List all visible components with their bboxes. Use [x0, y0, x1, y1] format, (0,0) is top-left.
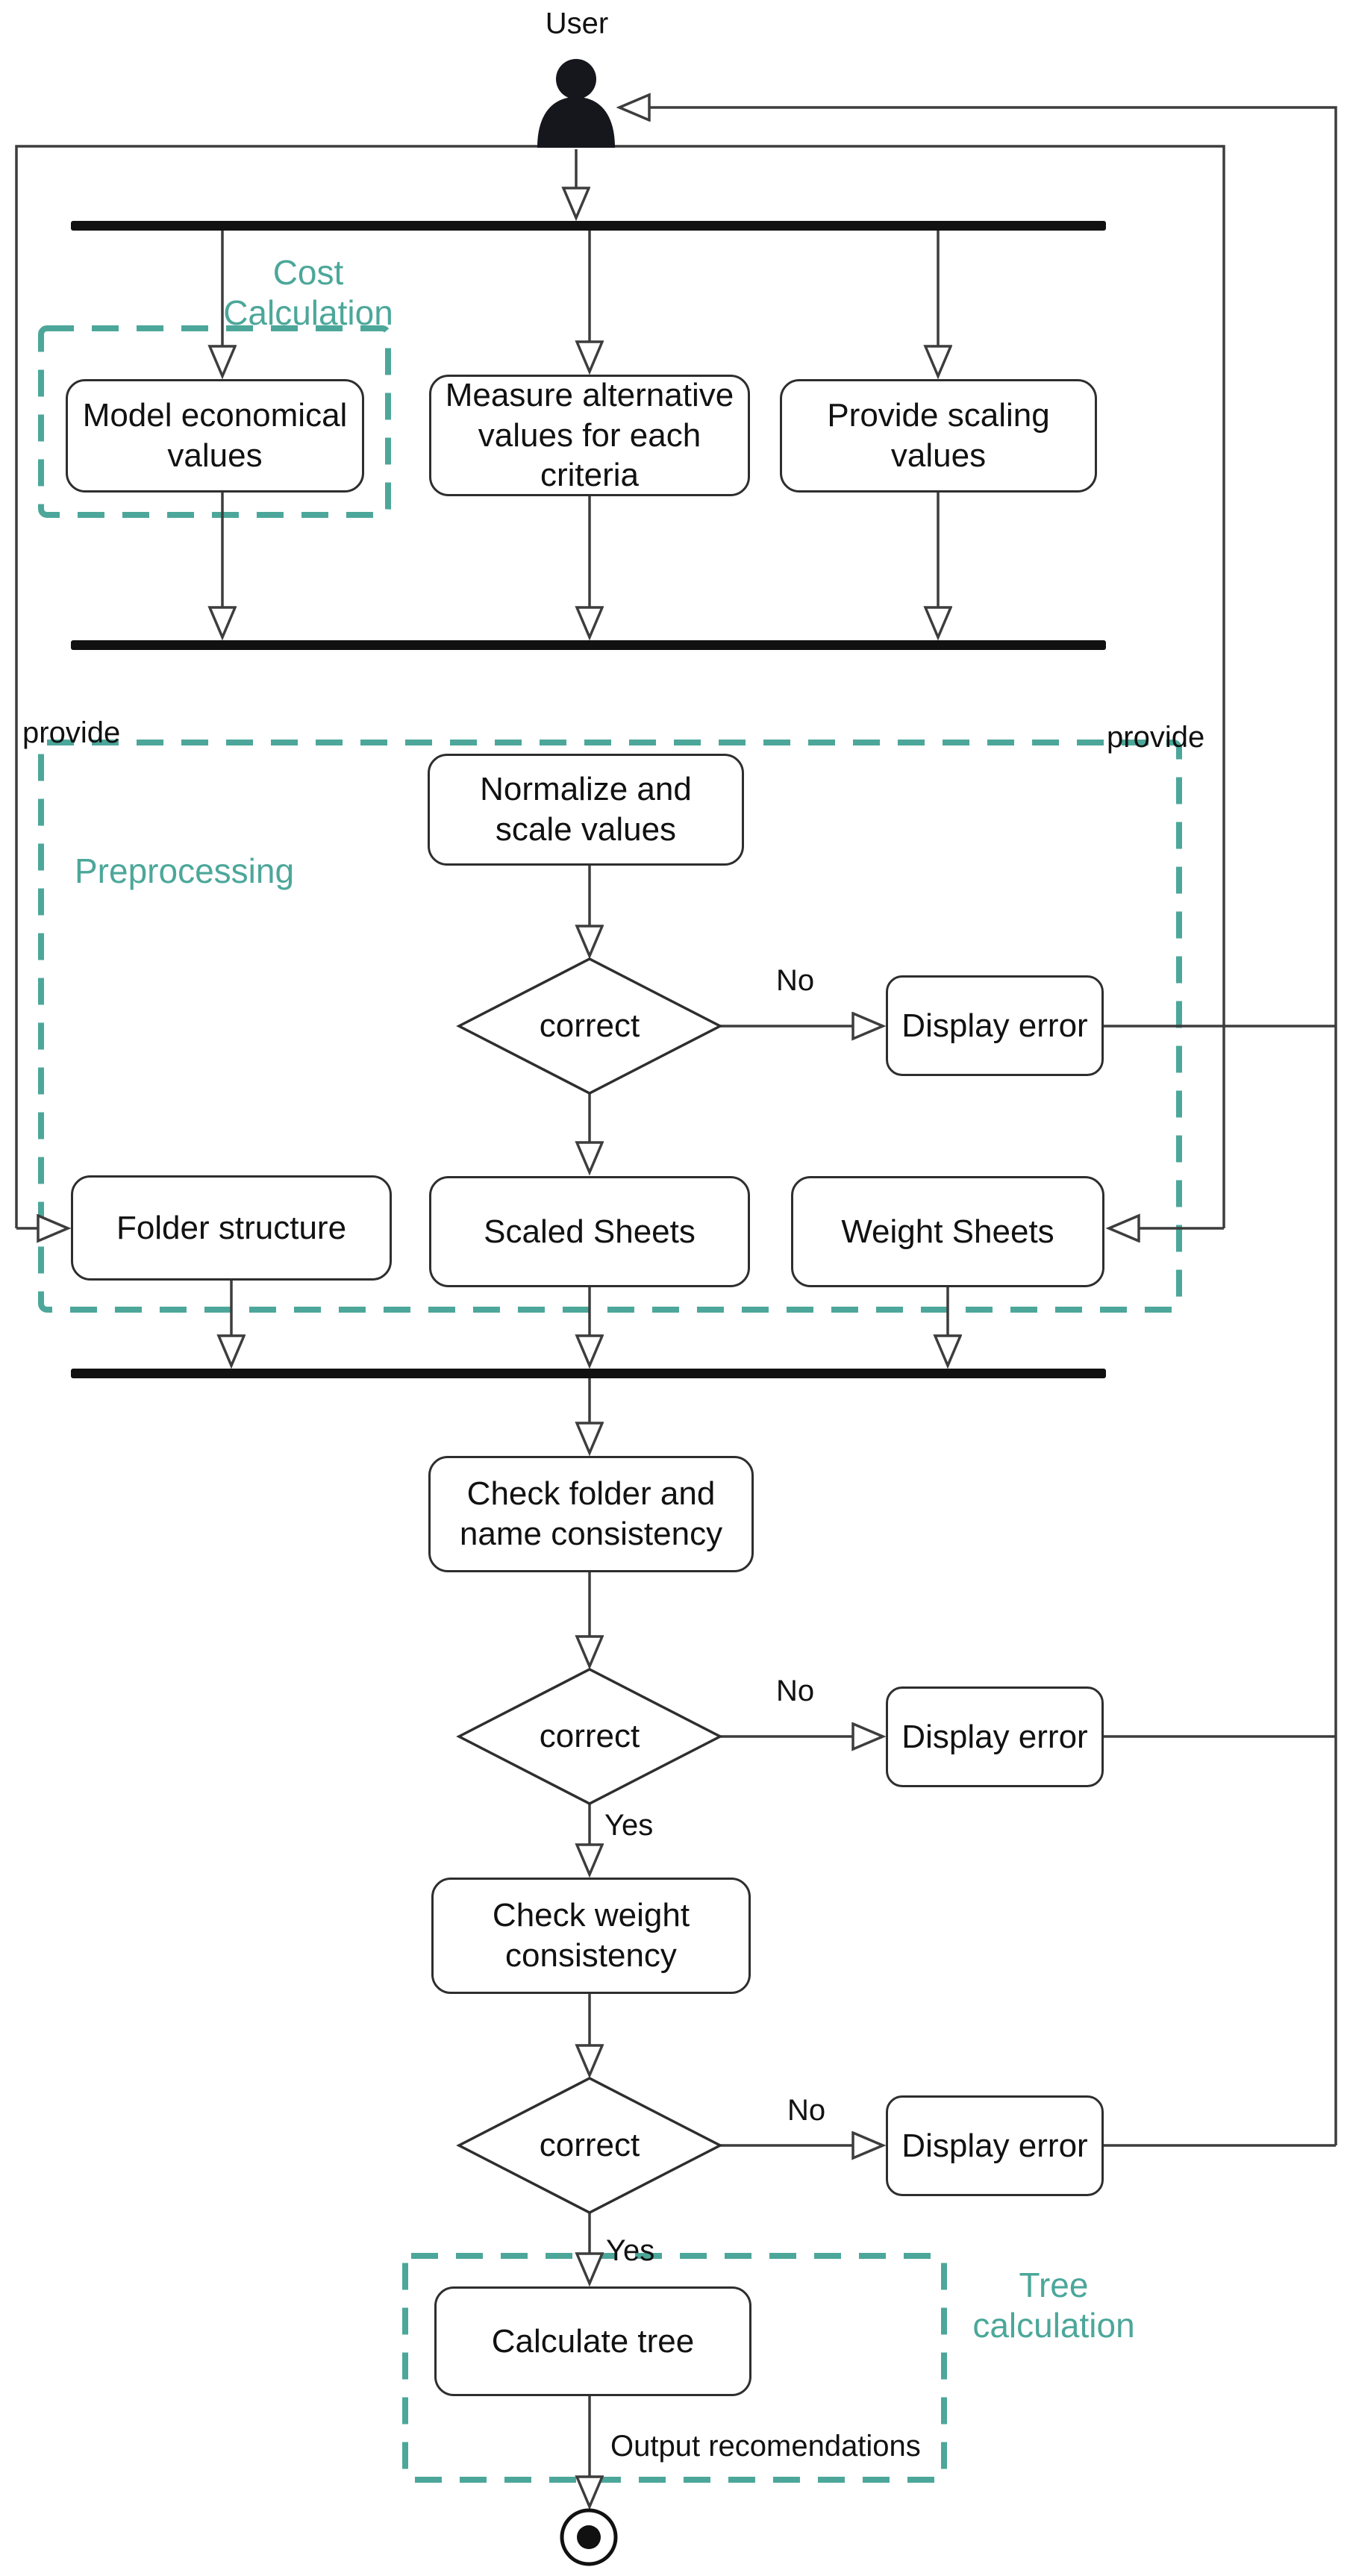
- edge-label-no-1: No: [776, 964, 815, 997]
- activity-label: Model economical values: [82, 397, 348, 474]
- edge-label-provide-right: provide: [1107, 721, 1205, 754]
- edge-label-yes-3: Yes: [606, 2234, 655, 2267]
- activity-check-folder-name-consistency: Check folder and name consistency: [428, 1456, 754, 1572]
- cost-calculation-frame: [38, 325, 391, 518]
- activity-label: Check folder and name consistency: [459, 1475, 723, 1552]
- group-label-cost-calculation: Cost Calculation: [223, 253, 393, 333]
- decision-diamond-3: [456, 2077, 723, 2214]
- group-label-tree-calculation: Tree calculation: [972, 2266, 1135, 2345]
- activity-folder-structure: Folder structure: [71, 1175, 392, 1281]
- decision-diamond-2: [456, 1668, 723, 1805]
- activity-label: Calculate tree: [491, 2322, 695, 2360]
- group-label-preprocessing: Preprocessing: [75, 851, 295, 890]
- activity-provide-scaling-values: Provide scaling values: [780, 379, 1097, 493]
- activity-label: Display error: [901, 2127, 1088, 2164]
- activity-calculate-tree: Calculate tree: [434, 2286, 751, 2396]
- activity-label: Weight Sheets: [841, 1213, 1054, 1250]
- actor-label-user: User: [545, 7, 609, 40]
- activity-display-error-3: Display error: [886, 2095, 1104, 2196]
- decision-diamonds: [456, 957, 723, 2214]
- edge-label-no-2: No: [776, 1675, 815, 1707]
- activity-check-weight-consistency: Check weight consistency: [431, 1878, 751, 1994]
- activity-label: Scaled Sheets: [484, 1213, 696, 1250]
- decision-label-3: correct: [539, 2127, 640, 2163]
- user-actor-icon: [537, 59, 615, 148]
- fork-join-bars: [71, 221, 1106, 1378]
- provide-flow-lines: [15, 145, 1225, 1228]
- decision-label-2: correct: [539, 1718, 640, 1754]
- activity-weight-sheets: Weight Sheets: [791, 1176, 1104, 1287]
- fork-bar-1: [71, 221, 1106, 231]
- edge-label-provide-left: provide: [22, 716, 121, 749]
- activity-model-economical-values: Model economical values: [66, 379, 364, 493]
- edge-label-yes-2: Yes: [604, 1809, 654, 1842]
- tree-calculation-frame: [402, 2253, 947, 2483]
- activity-label: Measure alternative values for each crit…: [445, 377, 734, 494]
- edge-label-output-recommendations: Output recomendations: [610, 2430, 921, 2463]
- activity-label: Provide scaling values: [827, 397, 1050, 474]
- final-node: [560, 2508, 618, 2566]
- activity-label: Normalize and scale values: [480, 771, 692, 848]
- activity-display-error-1: Display error: [886, 975, 1104, 1076]
- activity-scaled-sheets: Scaled Sheets: [429, 1176, 750, 1287]
- activity-label: Display error: [901, 1007, 1088, 1044]
- join-bar-2: [71, 640, 1106, 650]
- activity-normalize-and-scale-values: Normalize and scale values: [428, 754, 744, 866]
- activity-label: Display error: [901, 1718, 1088, 1755]
- decision-diamond-1: [456, 957, 723, 1095]
- edge-label-no-3: No: [787, 2094, 826, 2127]
- activity-display-error-2: Display error: [886, 1686, 1104, 1787]
- decision-label-1: correct: [539, 1007, 640, 1044]
- error-return-line: [619, 107, 1337, 2147]
- connector-edges: [222, 149, 948, 2507]
- join-bar-3: [71, 1369, 1106, 1378]
- activity-measure-alternative-values: Measure alternative values for each crit…: [429, 375, 750, 496]
- activity-label: Folder structure: [116, 1209, 347, 1246]
- activity-label: Check weight consistency: [492, 1897, 690, 1974]
